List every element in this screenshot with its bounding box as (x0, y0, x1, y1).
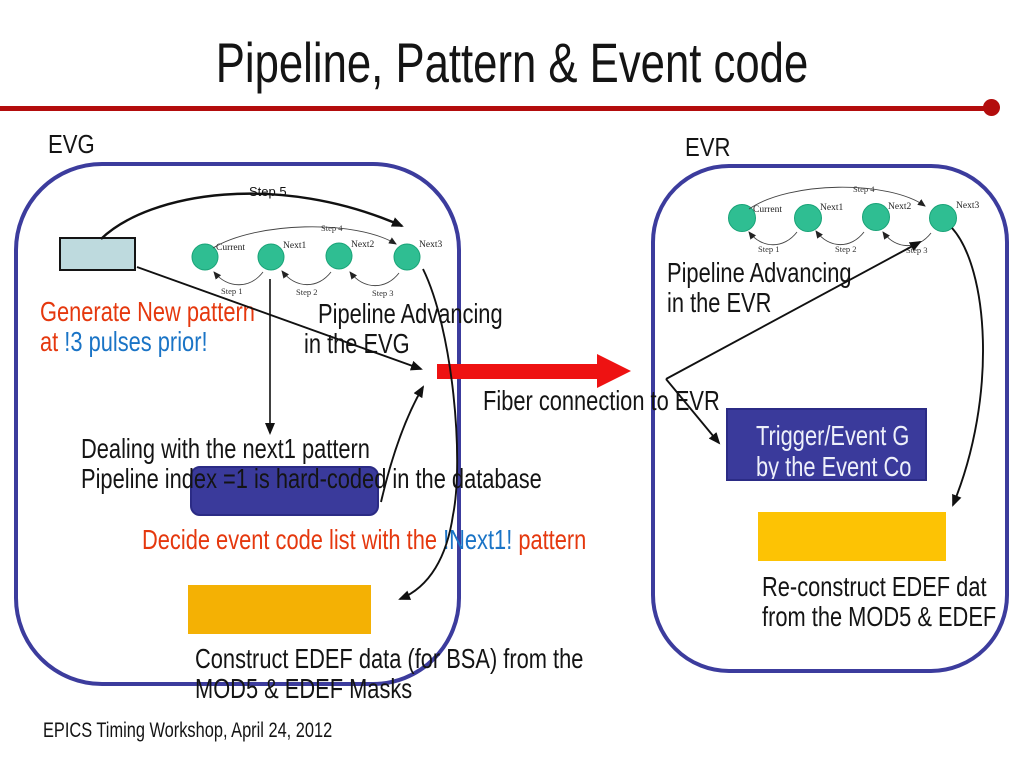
title-underline-dot (983, 99, 1000, 116)
decide-event-code-note: Decide event code list with the !Next1! … (142, 525, 586, 555)
evg-label: EVG (48, 129, 95, 159)
title-underline (0, 106, 984, 111)
evr-container (651, 164, 1009, 673)
generate-note-line2-highlight: !3 pulses prior! (64, 326, 208, 357)
dealing-note: Dealing with the next1 pattern Pipeline … (81, 434, 542, 494)
edef-reconstruct-box (758, 512, 946, 561)
dealing-note-line2: Pipeline index =1 is hard-coded in the d… (81, 463, 542, 494)
generate-note-line1: Generate New pattern (40, 296, 255, 327)
pattern-database-box (190, 466, 379, 516)
reconstruct-edef-note: Re-construct EDEF dat from the MOD5 & ED… (762, 572, 996, 632)
fiber-arrow (437, 364, 598, 379)
advancing-evg-line1: Pipeline Advancing (318, 298, 503, 329)
decide-note-suffix: pattern (512, 524, 587, 555)
evr-label: EVR (685, 132, 731, 162)
page-title: Pipeline, Pattern & Event code (215, 31, 809, 94)
fiber-arrow-head (597, 354, 631, 388)
evg-container (14, 162, 461, 686)
footer-text: EPICS Timing Workshop, April 24, 2012 (43, 719, 333, 742)
reconstruct-note-line2: from the MOD5 & EDEF (762, 601, 997, 632)
advancing-evr-line2: in the EVR (667, 287, 772, 318)
advancing-evg-line2: in the EVG (304, 328, 410, 359)
trigger-box-line1: Trigger/Event G (756, 420, 910, 451)
construct-note-line1: Construct EDEF data (for BSA) from the (195, 643, 584, 674)
construct-note-line2: MOD5 & EDEF Masks (195, 673, 413, 704)
advancing-evr-line1: Pipeline Advancing (667, 257, 852, 288)
pipeline-advancing-evr-note: Pipeline Advancing in the EVR (667, 258, 852, 318)
trigger-event-box: Trigger/Event G by the Event Co (726, 408, 927, 481)
trigger-box-line2: by the Event Co (756, 451, 912, 481)
dealing-note-line1: Dealing with the next1 pattern (81, 433, 370, 464)
fiber-connection-label: Fiber connection to EVR (483, 385, 720, 416)
generate-note-line2-prefix: at (40, 326, 65, 357)
decide-note-highlight: !Next1! (443, 524, 513, 555)
reconstruct-note-line1: Re-construct EDEF dat (762, 571, 987, 602)
trigger-box-text: Trigger/Event G by the Event Co (756, 420, 912, 481)
pattern-source-box (59, 237, 136, 271)
construct-edef-note: Construct EDEF data (for BSA) from the M… (195, 644, 583, 704)
generate-pattern-note: Generate New pattern at !3 pulses prior! (40, 297, 255, 357)
edef-construct-box (188, 585, 371, 634)
pipeline-advancing-evg-note: Pipeline Advancing in the EVG (304, 299, 503, 359)
decide-note-prefix: Decide event code list with the (142, 524, 444, 555)
